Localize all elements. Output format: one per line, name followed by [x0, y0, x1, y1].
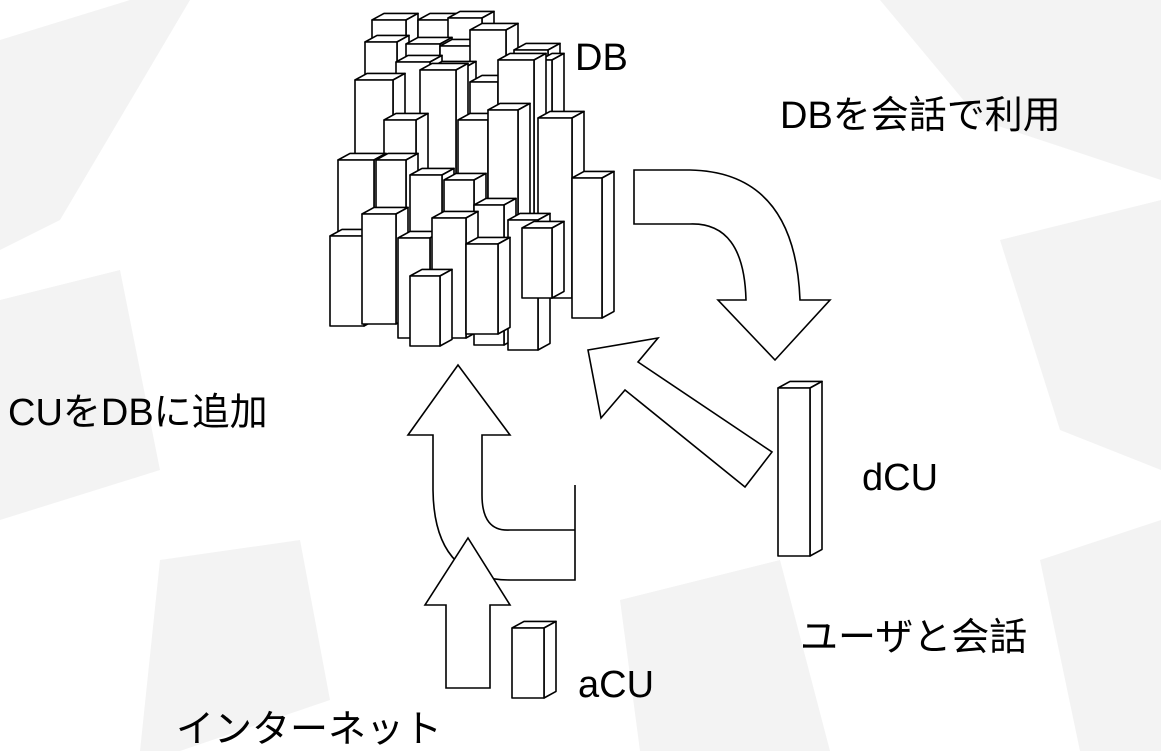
- curved-arrow-acu-to-db: [406, 363, 576, 581]
- db-block-32: [521, 220, 565, 299]
- up-arrow-internet: [423, 536, 512, 689]
- diagonal-arrow-dcu-to-db: [587, 336, 774, 489]
- talk-label: ユーザと会話: [800, 617, 1027, 659]
- dcu-label: dCU: [862, 457, 938, 499]
- acu-box: [511, 620, 557, 699]
- dcu-box: [777, 380, 823, 557]
- dcu-block: [777, 380, 823, 557]
- db-block-31: [465, 236, 511, 335]
- use-db-label: DBを会話で利用: [780, 95, 1061, 137]
- add-to-db-label: CUをDBに追加: [8, 392, 268, 434]
- curved-arrow-db-to-dcu: [633, 169, 832, 362]
- db-block-33: [409, 268, 453, 347]
- db-cluster: [329, 10, 615, 351]
- db-label: DB: [575, 37, 628, 79]
- internet-label: インターネット: [176, 709, 442, 751]
- acu-block: [511, 620, 557, 699]
- db-block-20: [571, 170, 615, 319]
- acu-label: aCU: [578, 664, 654, 706]
